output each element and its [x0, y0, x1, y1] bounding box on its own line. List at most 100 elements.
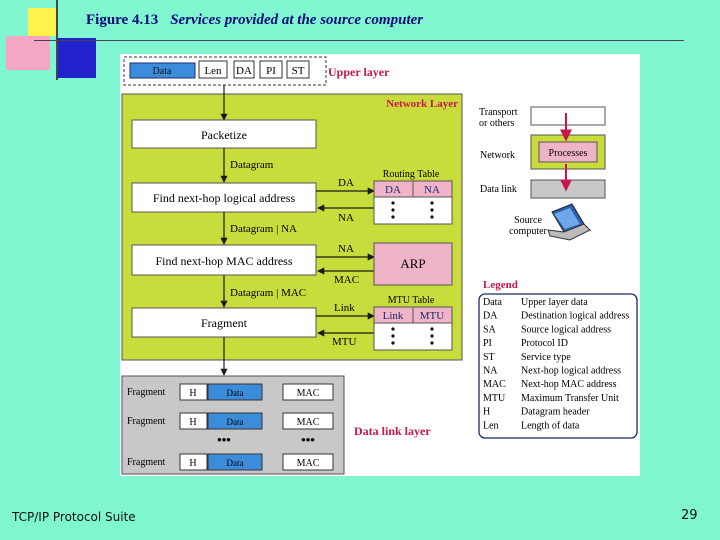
flow-da-label: DA	[338, 177, 354, 189]
fragment-row-h: H	[189, 458, 196, 469]
arp-box	[373, 242, 453, 286]
flow-link-label: Link	[334, 302, 355, 314]
mtu-table-col-link: Link	[383, 310, 404, 322]
flow-mac-label: MAC	[334, 274, 359, 286]
datalink-layer-label: Data link layer	[354, 424, 431, 438]
stack-transport-label-2: or others	[479, 118, 514, 129]
routing-table-col-na: NA	[424, 184, 440, 196]
arp-label: ARP	[400, 256, 425, 271]
stack-datalink-label: Data link	[480, 184, 517, 195]
legend-abbr: ST	[483, 352, 495, 363]
legend-abbr: NA	[483, 366, 498, 377]
mac-address-label: Find next-hop MAC address	[156, 254, 293, 268]
fragment-row-3: Fragment H Data MAC	[127, 453, 334, 471]
stack-processes-label: Processes	[549, 148, 588, 159]
legend-title: Legend	[483, 279, 518, 291]
legend-abbr: SA	[483, 324, 497, 335]
legend-abbr: H	[483, 407, 490, 418]
upper-packet-st	[286, 60, 310, 79]
upper-packet-pi	[259, 60, 283, 79]
decor-horizontal-line	[34, 40, 684, 41]
routing-table-col-da: DA	[385, 184, 401, 196]
legend-description: Length of data	[521, 420, 580, 431]
upper-layer-label: Upper layer	[328, 65, 390, 79]
fragment-row-mac: MAC	[297, 458, 320, 469]
source-computer-label-2: computer	[509, 226, 547, 237]
flow-datagram-mac-label: Datagram | MAC	[230, 287, 306, 299]
decor-square-pink	[6, 36, 50, 70]
upper-packet-len-label: Len	[204, 65, 222, 77]
logical-address-box	[131, 182, 317, 213]
page-number: 29	[681, 508, 698, 523]
decor-square-yellow	[28, 8, 58, 36]
fragment-row-2: Fragment H Data MAC	[127, 412, 334, 430]
fragment-row-data: Data	[227, 388, 244, 398]
fragment-row-label: Fragment	[127, 416, 166, 427]
fragment-row-h: H	[189, 388, 196, 399]
diagram: Data Len DA PI ST Upper layer Network La…	[120, 54, 640, 476]
mtu-table-title: MTU Table	[388, 295, 435, 306]
flow-datagram-label: Datagram	[230, 159, 274, 171]
legend-abbr: Len	[483, 420, 499, 431]
legend-box	[478, 293, 638, 439]
legend-description: Protocol ID	[521, 338, 568, 349]
legend-abbr: DA	[483, 311, 498, 322]
mac-address-box	[131, 244, 317, 276]
legend-description: Next-hop MAC address	[521, 379, 617, 390]
source-computer-label-1: Source	[514, 215, 542, 226]
legend-description: Service type	[521, 352, 571, 363]
stack-processes-box	[538, 141, 598, 163]
fragment-box	[131, 307, 317, 338]
flow-mtu-label: MTU	[332, 336, 357, 348]
routing-table-title: Routing Table	[383, 169, 440, 180]
fragment-row-label: Fragment	[127, 457, 166, 468]
stack-transport-label-1: Transport	[479, 107, 518, 118]
legend-description: Destination logical address	[521, 311, 629, 322]
packetize-box	[131, 119, 317, 149]
legend-abbr: MAC	[483, 379, 506, 390]
stack-datalink-box	[530, 179, 606, 199]
mtu-table-col-mtu: MTU	[420, 310, 445, 322]
legend-abbr: Data	[483, 297, 502, 308]
figure-title: Services provided at the source computer	[170, 12, 424, 28]
legend-description: Source logical address	[521, 324, 611, 335]
figure-number: Figure 4.13	[86, 12, 159, 28]
laptop-icon	[547, 203, 591, 241]
stack-transport-box	[530, 106, 606, 126]
legend-description: Next-hop logical address	[521, 366, 621, 377]
upper-packet-st-label: ST	[292, 65, 305, 77]
flow-datagram-na-label: Datagram | NA	[230, 223, 297, 235]
fragment-row-data: Data	[227, 458, 244, 468]
upper-packet-pi-label: PI	[266, 65, 276, 77]
upper-packet-da-label: DA	[236, 65, 252, 77]
slide-title: Figure 4.13 Services provided at the sour…	[86, 12, 423, 29]
upper-packet-data	[129, 62, 196, 79]
fragment-row-mac: MAC	[297, 417, 320, 428]
logical-address-label: Find next-hop logical address	[153, 191, 296, 205]
upper-packet-len	[198, 60, 228, 79]
legend-abbr: PI	[483, 338, 492, 349]
legend-description: Datagram header	[521, 407, 590, 418]
stack-network-label: Network	[480, 150, 515, 161]
flow-na-in-label: NA	[338, 212, 354, 224]
flow-na-out-label: NA	[338, 243, 354, 255]
routing-table-body	[373, 196, 453, 225]
upper-layer-box	[123, 56, 327, 86]
decor-square-blue	[58, 38, 96, 78]
upper-packet-data-label: Data	[153, 66, 172, 77]
network-layer-label: Network Layer	[386, 98, 458, 110]
upper-packet-da	[233, 60, 255, 79]
footer-suite-name: TCP/IP Protocol Suite	[12, 510, 136, 524]
packetize-label: Packetize	[201, 128, 247, 142]
fragment-row-h: H	[189, 417, 196, 428]
fragment-label: Fragment	[201, 316, 248, 330]
legend-description: Upper layer data	[521, 297, 588, 308]
fragment-row-data: Data	[227, 417, 244, 427]
mtu-table-dots	[391, 327, 434, 345]
routing-table-dots	[391, 201, 434, 219]
legend-abbr: MTU	[483, 393, 506, 404]
legend-description: Maximum Transfer Unit	[521, 393, 619, 404]
mtu-table-body	[373, 322, 453, 351]
fragment-ellipsis-right: •••	[301, 432, 315, 447]
